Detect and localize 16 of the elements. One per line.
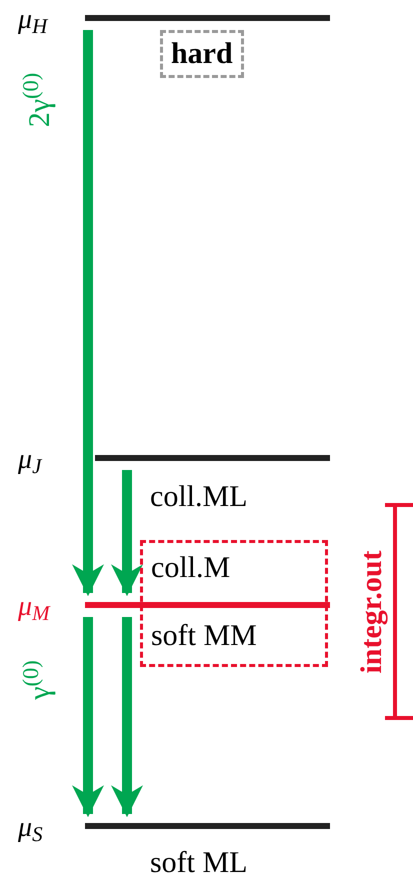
scale-label: μ$_{J}$ [18, 446, 42, 474]
region-label: hard [171, 39, 233, 69]
dashed-box [140, 540, 328, 667]
annotation: integr.out [357, 550, 387, 674]
scale-label: μ$_{H}$ [18, 6, 48, 34]
region-label: soft MM [151, 621, 257, 651]
arrow [72, 30, 104, 596]
scale-label: μ$_{S}$ [18, 814, 43, 842]
arrow [111, 617, 143, 818]
region-label: coll.M [151, 553, 230, 583]
region-label: soft ML [150, 848, 248, 878]
dashed-box [160, 30, 244, 78]
arrow [111, 470, 143, 596]
scale-label: μ$_{M}$ [18, 593, 50, 621]
arrow [72, 617, 104, 818]
region-label: coll.ML [150, 482, 248, 512]
